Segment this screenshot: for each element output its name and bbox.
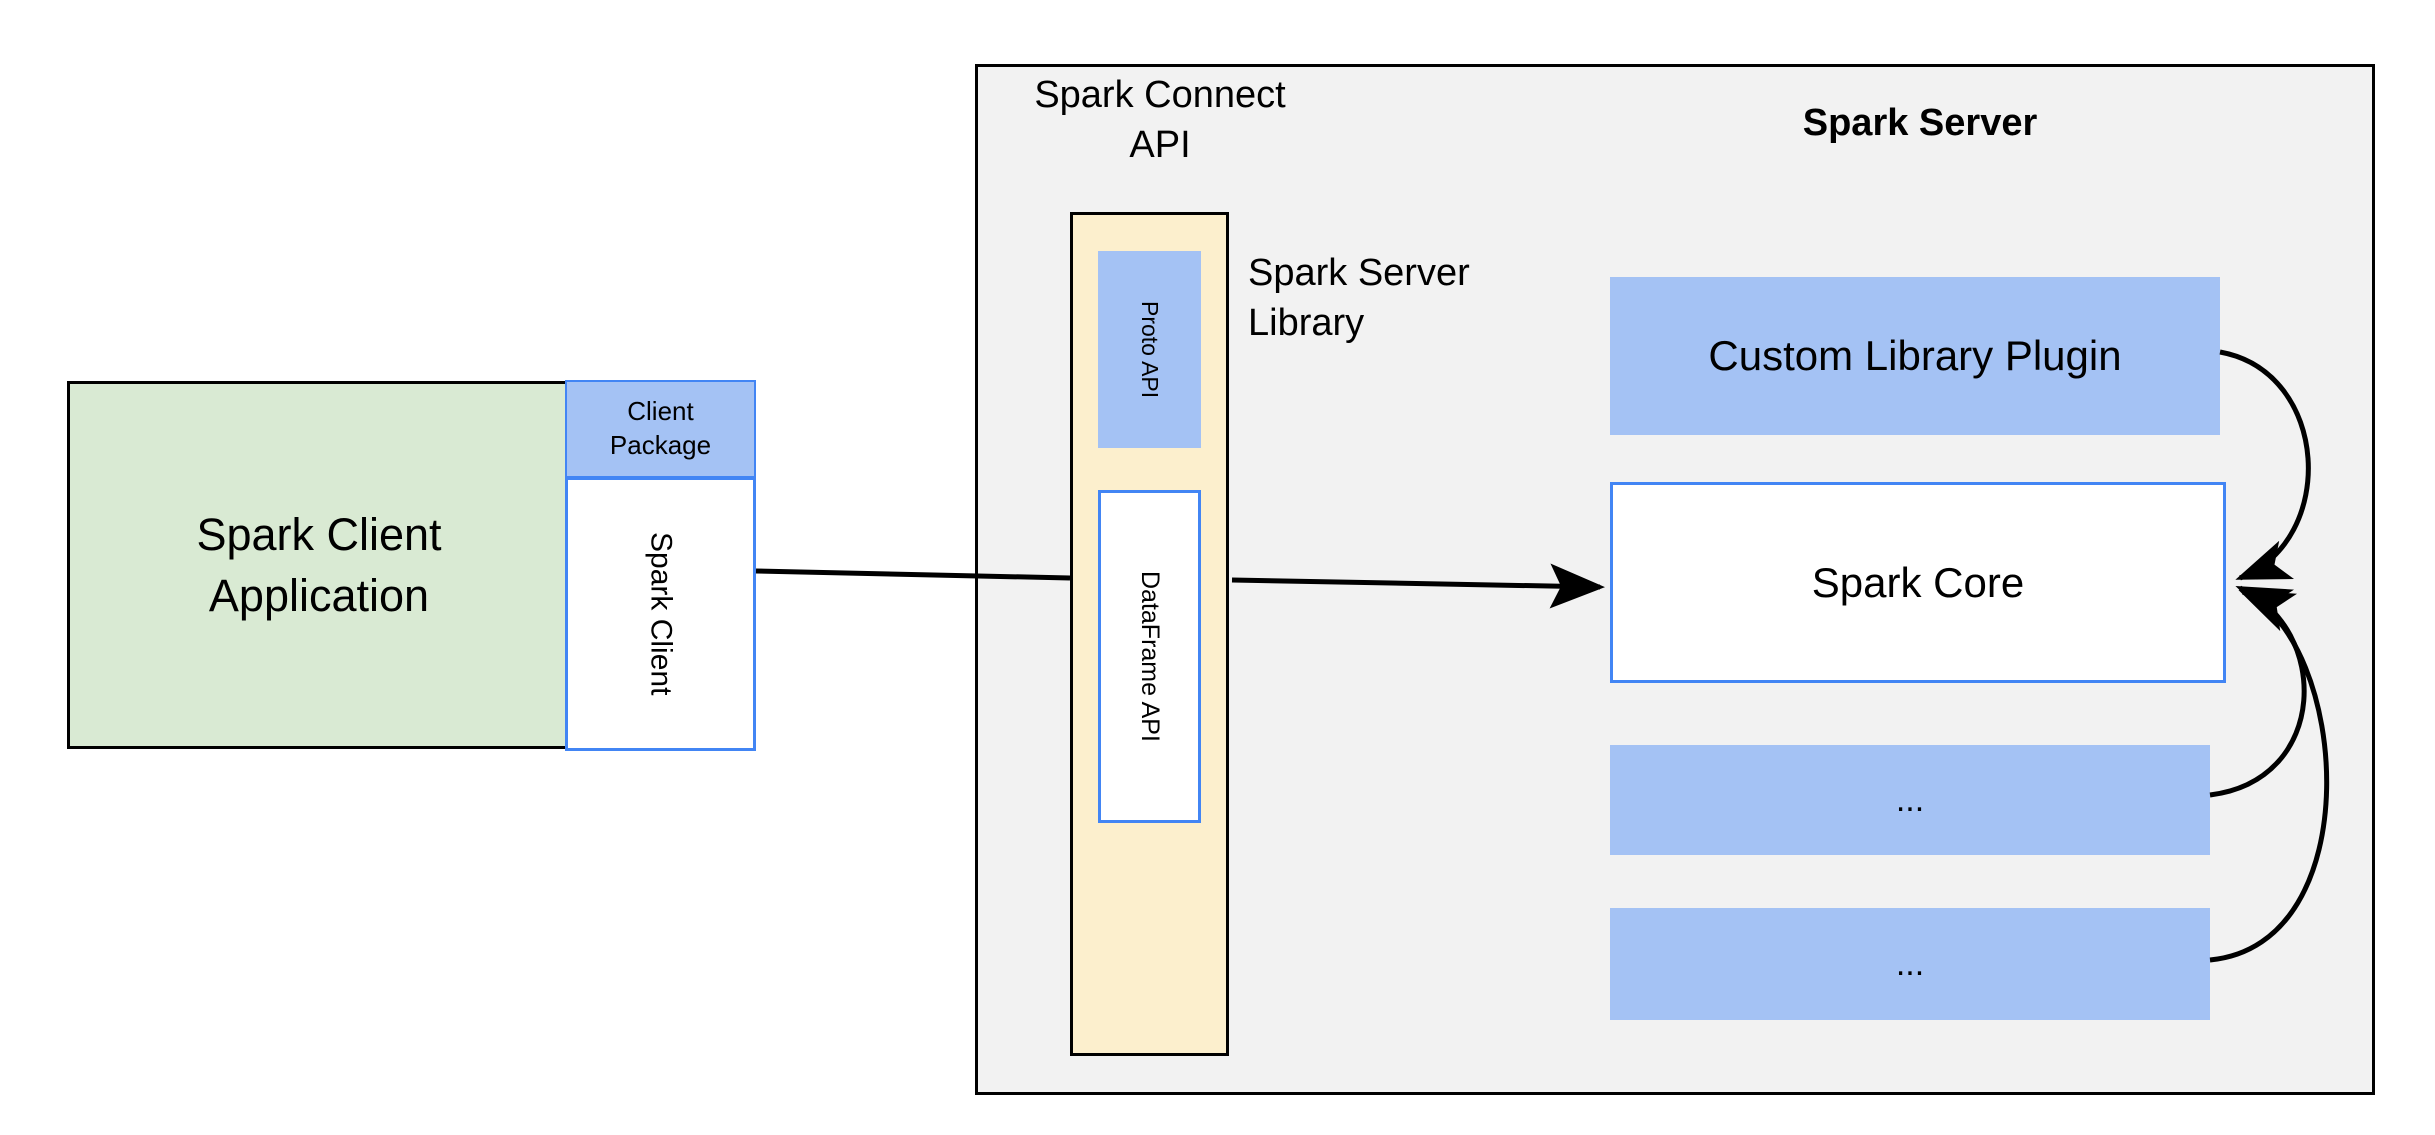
spark-core-label: Spark Core (1811, 558, 2025, 606)
dataframe-api-label: DataFrame API (1136, 571, 1164, 742)
client-package-box[interactable]: Client Package (565, 380, 756, 478)
proto-api-label: Proto API (1137, 300, 1163, 399)
proto-api-box[interactable]: Proto API (1098, 251, 1201, 448)
spark-connect-api-label: Spark Connect API (1034, 74, 1286, 167)
client-package-label: Client Package (609, 396, 712, 460)
spark-server-library-label: Spark Server Library (1248, 252, 1470, 345)
ellipsis-2-label: ... (1895, 944, 1925, 983)
spark-client-application-label: Spark Client Application (196, 508, 442, 621)
spark-client-label: Spark Client (644, 532, 678, 696)
spark-client-box[interactable]: Spark Client (565, 477, 756, 751)
custom-library-plugin-box[interactable]: Custom Library Plugin (1610, 277, 2220, 435)
spark-server-title: Spark Server (1802, 102, 2038, 144)
dataframe-api-box[interactable]: DataFrame API (1098, 490, 1201, 823)
spark-client-application-box[interactable]: Spark Client Application (67, 381, 571, 749)
spark-core-box[interactable]: Spark Core (1610, 482, 2226, 683)
custom-library-plugin-label: Custom Library Plugin (1708, 332, 2122, 379)
ellipsis-1-label: ... (1895, 780, 1925, 819)
ellipsis-box-1[interactable]: ... (1610, 745, 2210, 855)
ellipsis-box-2[interactable]: ... (1610, 908, 2210, 1020)
